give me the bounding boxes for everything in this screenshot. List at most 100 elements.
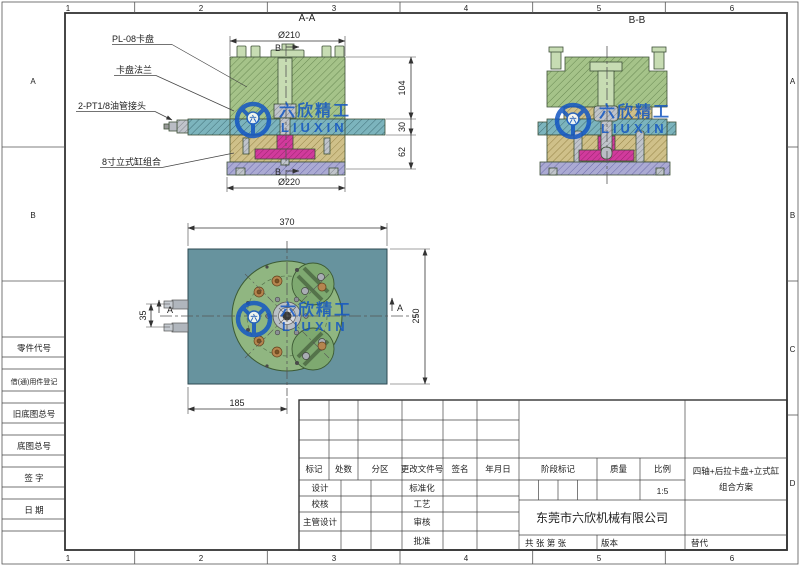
watermark-en: LIUXIN	[601, 121, 668, 136]
zone-row-b-left: B	[30, 211, 35, 220]
watermark-en: LIUXIN	[282, 319, 349, 334]
dim-tv-height: 250	[390, 248, 430, 385]
drawbar-tip	[600, 146, 613, 160]
role-process: 工艺	[413, 499, 430, 509]
rev-col-sign: 签名	[451, 464, 468, 474]
section-line-b: B B	[275, 43, 300, 182]
zone-col-5-top: 5	[597, 4, 602, 13]
jaw-pocket	[291, 262, 335, 306]
replace-label: 替代	[691, 538, 709, 548]
base-plate-section	[539, 161, 671, 176]
dim-104-label: 104	[397, 80, 407, 95]
dim-aa-bottom-diameter: Ø220	[226, 177, 346, 192]
version-label: 版本	[601, 538, 619, 548]
sheets-label: 共 张 第 张	[525, 538, 567, 548]
stud-cap	[651, 46, 667, 53]
section-a-mark-left: A	[167, 305, 173, 315]
role-standardize: 标准化	[409, 483, 435, 493]
dim-tv-offset: 185	[187, 387, 288, 414]
dim-250-label: 250	[411, 308, 421, 323]
center-lines	[160, 241, 418, 396]
watermark-topview: 六 六欣精工 LIUXIN	[235, 300, 352, 338]
plate-wing	[537, 121, 548, 136]
watermark-bb: 六 六欣精工 LIUXIN	[554, 102, 669, 140]
dim-tv-width: 370	[187, 217, 388, 246]
dim-370-label: 370	[279, 217, 294, 227]
zone-col-6-bottom: 6	[730, 554, 735, 563]
view-title-aa: A-A	[299, 13, 316, 24]
zone-labels: 1 2 3 4 5 6 1 2 3 4 5 6 A B A B C D	[30, 4, 796, 563]
logo-hub-glyph: 六	[570, 115, 577, 124]
watermark-en: LIUXIN	[281, 120, 348, 135]
view-title-bb: B-B	[629, 15, 646, 26]
base-foot	[548, 167, 558, 176]
drawing-title-line1: 四轴+后拉卡盘+立式缸	[693, 466, 780, 476]
section-view-bb: B-B	[537, 15, 677, 186]
drawbar-tip	[280, 158, 290, 166]
chuck-stud	[334, 45, 345, 59]
role-design: 设计	[311, 483, 329, 493]
dim-aa-heights: 104 30 62	[346, 56, 416, 170]
chuck-stud	[321, 45, 332, 59]
watermark-cn: 六欣精工	[280, 300, 352, 319]
oil-fitting-body	[176, 119, 189, 134]
leader-flange-label: 卡盘法兰	[116, 64, 152, 75]
oil-fitting-bottom	[163, 322, 189, 333]
zone-col-1-bottom: 1	[66, 554, 71, 563]
logo-hub-glyph: 六	[251, 313, 258, 322]
revision-table-labels: 标记 处数 分区 更改文件号 签名 年月日 设计 校核 主管设计 标准化 工艺 …	[303, 464, 511, 546]
rev-col-count: 处数	[335, 464, 353, 474]
role-review: 审核	[413, 517, 431, 527]
drawbar-upper	[597, 70, 615, 107]
section-view-aa: A-A	[76, 13, 416, 192]
left-row-borrowed-parts: 借(通)用件登记	[11, 377, 58, 386]
cylinder-bolt	[242, 137, 250, 155]
left-row-part-code: 零件代号	[17, 343, 51, 353]
left-row-old-master-no: 旧底图总号	[13, 409, 56, 419]
role-chief-design: 主管设计	[303, 517, 338, 527]
zone-col-6-top: 6	[730, 4, 735, 13]
role-check: 校核	[311, 499, 329, 509]
cylinder-bolt	[323, 137, 331, 155]
zone-col-2-top: 2	[199, 4, 204, 13]
mass-label: 质量	[610, 464, 628, 474]
top-view: 370 250 185 35 A A	[138, 217, 430, 414]
stud-cap	[548, 46, 564, 53]
dim-35-label: 35	[138, 310, 148, 320]
dim-62-label: 62	[397, 147, 407, 157]
leader-chuck-label: PL-08卡盘	[112, 33, 154, 44]
scale-value: 1:5	[657, 486, 669, 496]
zone-row-c-right: C	[790, 345, 796, 354]
left-row-master-no: 底图总号	[17, 441, 51, 451]
chuck-stud	[250, 45, 261, 59]
zone-col-5-bottom: 5	[597, 554, 602, 563]
title-right-grid	[519, 400, 787, 550]
zone-row-a-left: A	[30, 77, 36, 86]
rev-col-date: 年月日	[485, 464, 511, 474]
left-info-table: 零件代号 借(通)用件登记 旧底图总号 底图总号 签 字 日 期	[2, 336, 65, 532]
oil-fitting-hex	[168, 121, 178, 132]
base-foot	[655, 167, 665, 176]
dim-30-label: 30	[397, 122, 407, 132]
oil-fitting-top	[163, 299, 189, 310]
leader-cylinder-label: 8寸立式缸组合	[102, 156, 161, 167]
zone-row-b-right: B	[790, 211, 795, 220]
stage-mark-label: 阶段标记	[541, 464, 576, 474]
logo-hub-glyph: 六	[250, 114, 257, 123]
role-approve: 批准	[413, 536, 431, 546]
section-line-a: A A	[156, 297, 403, 315]
drawbar-upper	[277, 57, 293, 106]
drawbar-flange	[589, 61, 623, 72]
leader-oil-fitting-label: 2-PT1/8油管接头	[78, 100, 146, 111]
zone-col-1-top: 1	[66, 4, 71, 13]
dim-185-label: 185	[229, 398, 244, 408]
piston-head	[254, 148, 316, 160]
watermark-aa: 六 六欣精工 LIUXIN	[234, 101, 349, 139]
plate-wing	[666, 121, 677, 136]
dim-tv-pitch: 35	[138, 303, 170, 328]
rev-col-mark: 标记	[305, 464, 323, 474]
zone-col-4-bottom: 4	[464, 554, 469, 563]
bushings	[253, 275, 327, 358]
title-block: 标记 处数 分区 更改文件号 签名 年月日 设计 校核 主管设计 标准化 工艺 …	[298, 399, 788, 551]
